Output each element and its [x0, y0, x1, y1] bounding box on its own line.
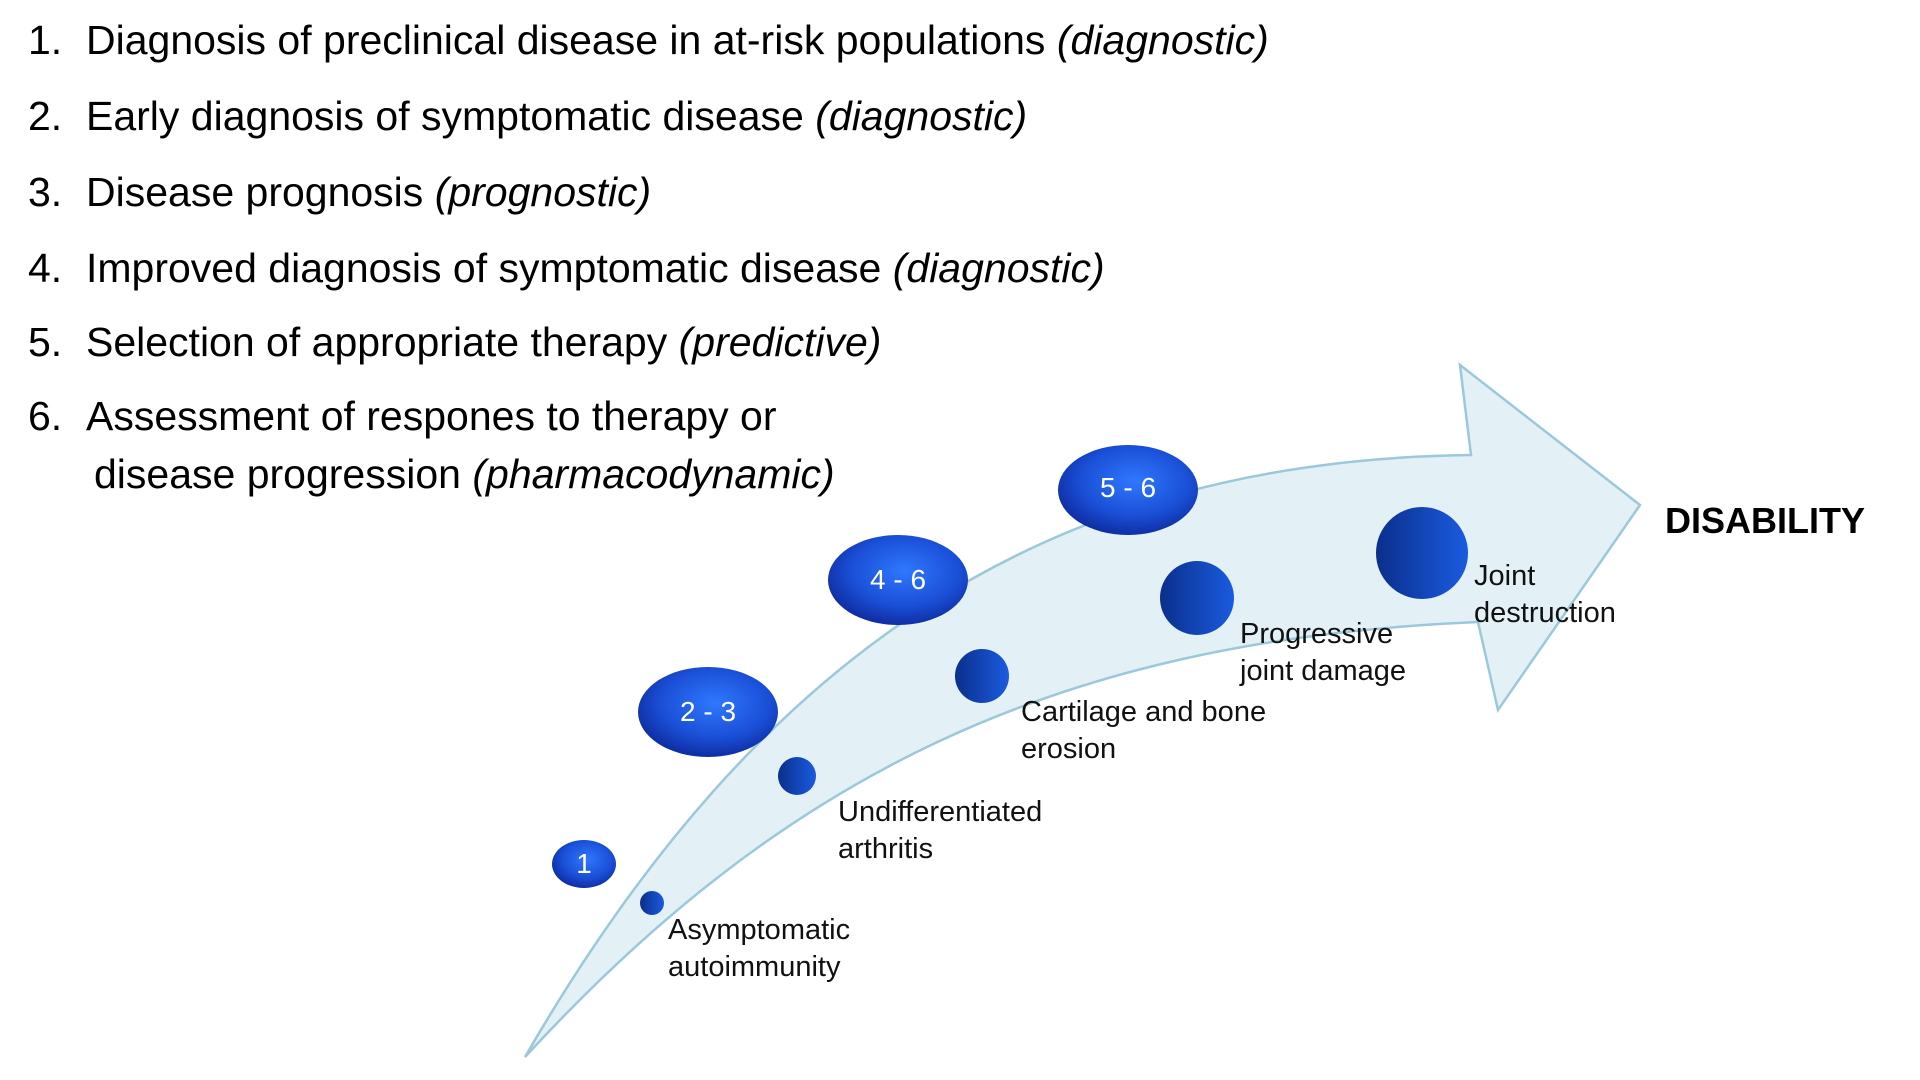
- arrow-endpoint-label: DISABILITY: [1665, 500, 1866, 541]
- list-item-2: 2. Early diagnosis of symptomatic disease…: [28, 92, 1027, 140]
- stage-label-undifferentiated-arthritis: Undifferentiated arthritis: [838, 794, 1042, 868]
- list-number: 5.: [28, 319, 63, 365]
- list-item-3: 3. Disease prognosis (prognostic): [28, 168, 651, 216]
- list-number: 1.: [28, 17, 63, 63]
- stage-marker-joint-damage: [1160, 561, 1234, 635]
- badge-1-label: 1: [576, 848, 592, 879]
- badge-4-6: [828, 535, 968, 625]
- stage-label-joint-destruction: Joint destruction: [1474, 558, 1616, 632]
- stage-label-line: Progressive: [1240, 618, 1394, 650]
- stage-label-line: erosion: [1021, 733, 1117, 765]
- list-tag: (diagnostic): [1056, 17, 1269, 63]
- badge-2-3: [638, 667, 778, 757]
- list-tag: (predictive): [678, 319, 882, 365]
- stage-label-progressive-joint-damage: Progressive joint damage: [1240, 616, 1406, 690]
- stage-marker-erosion: [955, 649, 1009, 703]
- list-number: 3.: [28, 169, 63, 215]
- list-tag: (diagnostic): [815, 93, 1028, 139]
- list-item-4: 4. Improved diagnosis of symptomatic dise…: [28, 244, 1105, 292]
- list-text: Diagnosis of preclinical disease in at-r…: [86, 17, 1046, 63]
- badge-5-6: [1058, 445, 1198, 535]
- stage-marker-asymptomatic: [640, 891, 664, 915]
- list-item-5: 5. Selection of appropriate therapy (pred…: [28, 318, 881, 366]
- progression-arrow: [523, 362, 1642, 1058]
- list-text: Assessment of respones to therapy or: [86, 393, 777, 439]
- list-item-6-continuation: disease progression (pharmacodynamic): [94, 450, 835, 498]
- stage-label-line: Asymptomatic: [668, 914, 851, 946]
- list-text: disease progression: [94, 451, 461, 497]
- badge-4-6-label: 4 - 6: [869, 564, 927, 595]
- stage-label-line: Cartilage and bone: [1021, 696, 1267, 728]
- stage-label-cartilage-bone-erosion: Cartilage and bone erosion: [1021, 694, 1266, 768]
- stage-label-line: Undifferentiated: [838, 796, 1043, 828]
- list-tag: (diagnostic): [892, 245, 1105, 291]
- stage-marker-joint-destruction: [1376, 507, 1468, 599]
- stage-label-line: Joint: [1474, 560, 1536, 592]
- badge-1: [552, 840, 616, 888]
- stage-label-line: arthritis: [838, 833, 934, 865]
- list-number: 4.: [28, 245, 63, 291]
- list-text: Early diagnosis of symptomatic disease: [86, 93, 804, 139]
- stage-label-line: autoimmunity: [668, 951, 841, 983]
- list-text: Disease prognosis: [86, 169, 424, 215]
- list-text: Selection of appropriate therapy: [86, 319, 668, 365]
- badge-2-3-label: 2 - 3: [679, 696, 737, 727]
- badge-5-6-label: 5 - 6: [1099, 472, 1157, 503]
- stage-label-line: joint damage: [1240, 655, 1407, 687]
- list-number: 2.: [28, 93, 63, 139]
- list-item-6: 6. Assessment of respones to therapy or: [28, 392, 777, 440]
- list-tag: (pharmacodynamic): [472, 451, 835, 497]
- list-item-1: 1. Diagnosis of preclinical disease in at…: [28, 16, 1269, 64]
- list-tag: (prognostic): [434, 169, 652, 215]
- list-number: 6.: [28, 393, 63, 439]
- stage-marker-undifferentiated: [778, 757, 816, 795]
- stage-label-asymptomatic-autoimmunity: Asymptomatic autoimmunity: [668, 912, 850, 986]
- stage-label-line: destruction: [1474, 597, 1616, 629]
- list-text: Improved diagnosis of symptomatic diseas…: [86, 245, 882, 291]
